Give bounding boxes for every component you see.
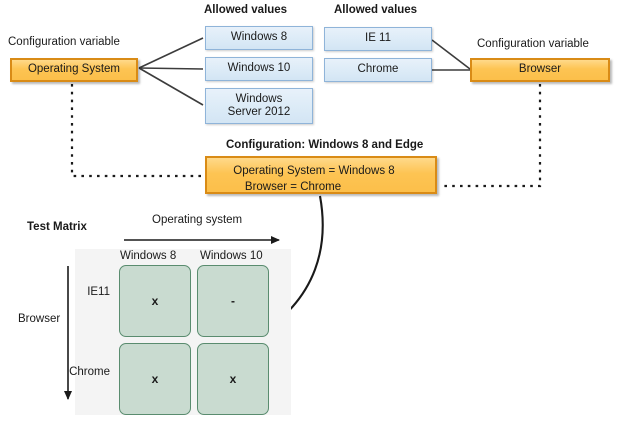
left-allowed-values-caption: Allowed values	[204, 4, 288, 16]
allowed-value-windows-server-2012-label: Windows Server 2012	[227, 92, 291, 118]
left-variable-caption: Configuration variable	[8, 36, 120, 48]
matrix-y-axis-label: Browser	[18, 313, 61, 325]
right-allowed-values-caption: Allowed values	[334, 4, 418, 16]
matrix-column-header-windows-10: Windows 10	[200, 250, 263, 262]
config-variable-browser[interactable]: Browser	[470, 58, 610, 82]
allowed-value-windows-server-2012[interactable]: Windows Server 2012	[205, 88, 313, 124]
matrix-x-axis-label: Operating system	[152, 214, 243, 226]
configuration-line-operating-system: Operating System = Windows 8	[233, 165, 395, 177]
browser-value-connectors	[431, 39, 471, 71]
allowed-value-windows-8[interactable]: Windows 8	[205, 26, 313, 50]
allowed-value-chrome[interactable]: Chrome	[324, 58, 432, 82]
browser-to-config-dotted	[440, 84, 542, 188]
test-matrix-title: Test Matrix	[27, 221, 87, 233]
right-variable-caption: Configuration variable	[477, 38, 589, 50]
matrix-cell-chrome-windows-8[interactable]: x	[119, 343, 191, 415]
matrix-row-header-ie11: IE11	[87, 286, 110, 298]
allowed-value-windows-10[interactable]: Windows 10	[205, 57, 313, 81]
os-value-connectors	[138, 37, 204, 106]
configuration-line-browser: Browser = Chrome	[244, 181, 342, 193]
matrix-cell-ie11-windows-8[interactable]: x	[119, 265, 191, 337]
matrix-cell-ie11-windows-10[interactable]: -	[197, 265, 269, 337]
configuration-caption: Configuration: Windows 8 and Edge	[226, 139, 424, 151]
matrix-cell-chrome-windows-10[interactable]: x	[197, 343, 269, 415]
os-to-config-dotted	[70, 84, 203, 178]
config-variable-operating-system[interactable]: Operating System	[10, 58, 138, 82]
matrix-column-header-windows-8: Windows 8	[120, 250, 177, 262]
configuration-box[interactable]: Operating System = Windows 8 Browser = C…	[205, 156, 437, 194]
matrix-row-header-chrome: Chrome	[69, 366, 110, 378]
allowed-value-ie-11[interactable]: IE 11	[324, 27, 432, 51]
